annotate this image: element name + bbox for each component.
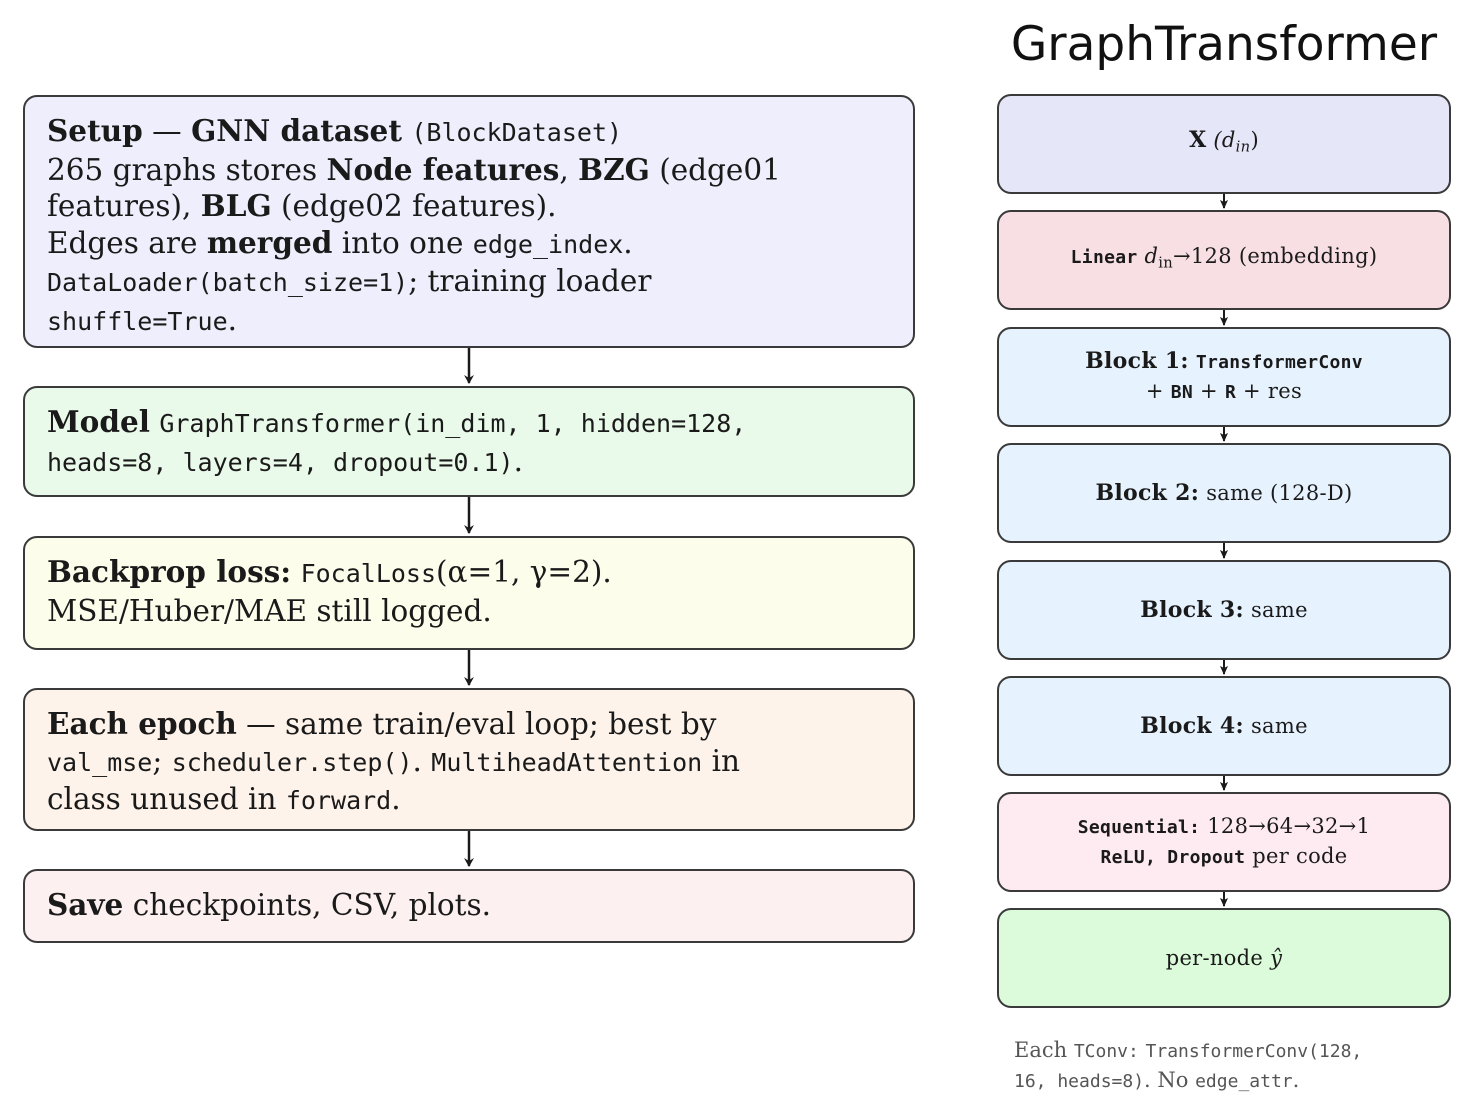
setup-dataset-class: (BlockDataset) xyxy=(411,118,623,147)
setup-text: into one xyxy=(332,225,473,260)
setup-heading: Setup xyxy=(47,113,143,148)
model-code: GraphTransformer(in_dim, 1, hidden=128, xyxy=(159,409,747,438)
block1-box: Block 1: TransformerConv + BN + R + res xyxy=(997,327,1451,427)
sequential-text: per code xyxy=(1252,844,1348,868)
model-heading: Model xyxy=(47,404,150,439)
block2-text: same (128-D) xyxy=(1206,481,1353,505)
linear-sub: in xyxy=(1158,254,1173,272)
loss-args: (α=1, γ=2). xyxy=(436,555,612,589)
setup-dataloader: DataLoader(batch_size=1) xyxy=(47,268,409,297)
input-box: X (din) xyxy=(997,94,1451,194)
footnote-text: . No xyxy=(1144,1068,1196,1092)
block1-bn: BN xyxy=(1170,382,1194,403)
setup-text: . xyxy=(623,225,633,260)
epoch-mha: MultiheadAttention xyxy=(431,747,703,777)
block3-label: Block 3: xyxy=(1140,597,1244,623)
footnote-code: TConv: xyxy=(1073,1041,1139,1062)
linear-code: Linear xyxy=(1070,247,1138,269)
model-box: Model GraphTransformer(in_dim, 1, hidden… xyxy=(23,386,915,497)
input-sub: in xyxy=(1235,138,1251,156)
input-close: ) xyxy=(1250,128,1259,153)
epoch-text: in xyxy=(702,743,741,778)
setup-merged: merged xyxy=(206,224,333,260)
block1-text: + xyxy=(1145,379,1171,403)
setup-text: ; training loader xyxy=(408,264,652,298)
sequential-box: Sequential: 128→64→32→1 ReLU, Dropout pe… xyxy=(997,792,1451,892)
sequential-dims: 128→64→32→1 xyxy=(1207,814,1371,838)
epoch-box: Each epoch — same train/eval loop; best … xyxy=(23,688,915,831)
sequential-activations: ReLU, Dropout xyxy=(1100,847,1246,868)
setup-text: Edges are xyxy=(47,225,207,260)
model-code: heads=8, layers=4, dropout=0.1) xyxy=(47,447,514,477)
linear-box: Linear din→128 (embedding) xyxy=(997,210,1451,310)
setup-node-features: Node features xyxy=(326,151,560,187)
block1-text: + xyxy=(1193,379,1225,403)
setup-blg: BLG xyxy=(200,188,272,223)
setup-box: Setup — GNN dataset (BlockDataset) 265 g… xyxy=(23,95,915,348)
loss-logged-text: MSE/Huber/MAE still logged. xyxy=(47,593,492,628)
save-box: Save checkpoints, CSV, plots. xyxy=(23,869,915,943)
footnote-code: edge_attr xyxy=(1195,1071,1293,1092)
epoch-text: — same train/eval loop; best by xyxy=(236,707,717,741)
block4-text: same xyxy=(1250,714,1308,738)
block4-box: Block 4: same xyxy=(997,676,1451,776)
output-yhat: ŷ xyxy=(1270,946,1283,970)
block2-box: Block 2: same (128-D) xyxy=(997,443,1451,543)
loss-code: FocalLoss xyxy=(300,559,437,588)
output-text: per-node xyxy=(1165,946,1271,970)
block3-text: same xyxy=(1250,598,1308,622)
output-box: per-node ŷ xyxy=(997,908,1451,1008)
sequential-code: Sequential: xyxy=(1077,817,1201,838)
footnote-text: . xyxy=(1292,1068,1300,1092)
linear-text: →128 (embedding) xyxy=(1173,244,1378,269)
setup-dataset-label: GNN dataset xyxy=(191,113,402,148)
linear-d: d xyxy=(1144,244,1159,269)
setup-text: (edge01 xyxy=(649,152,781,187)
input-dim: (d xyxy=(1213,128,1236,153)
footnote-code: 16, heads=8) xyxy=(1014,1071,1145,1092)
footnote-code: TransformerConv(128, xyxy=(1145,1041,1363,1062)
setup-edge-index: edge_index xyxy=(472,229,624,259)
diagram-title: GraphTransformer xyxy=(1010,17,1438,72)
footnote-text: Each xyxy=(1014,1038,1074,1062)
block1-text: + res xyxy=(1236,379,1303,403)
block4-label: Block 4: xyxy=(1140,713,1244,739)
epoch-val-mse: val_mse xyxy=(47,747,153,777)
setup-text: (edge02 features). xyxy=(271,189,557,223)
loss-box: Backprop loss: FocalLoss(α=1, γ=2). MSE/… xyxy=(23,536,915,650)
block2-label: Block 2: xyxy=(1095,480,1200,506)
block1-label: Block 1: xyxy=(1085,348,1189,374)
save-heading: Save xyxy=(47,887,124,922)
epoch-text: class unused in xyxy=(47,782,286,816)
loss-heading: Backprop loss: xyxy=(47,554,292,589)
setup-text: , xyxy=(559,152,579,187)
epoch-scheduler: scheduler.step() xyxy=(171,747,413,777)
input-x: X xyxy=(1189,127,1207,154)
setup-dash: — xyxy=(152,114,182,148)
epoch-heading: Each epoch xyxy=(47,706,237,741)
model-text: . xyxy=(513,443,523,478)
setup-shuffle: shuffle=True xyxy=(47,306,228,336)
setup-text: 265 graphs stores xyxy=(47,152,327,187)
save-text: checkpoints, CSV, plots. xyxy=(123,888,492,922)
block3-box: Block 3: same xyxy=(997,560,1451,660)
block1-code: TransformerConv xyxy=(1195,352,1363,373)
setup-bzg: BZG xyxy=(578,151,650,187)
footnote: Each TConv: TransformerConv(128, 16, hea… xyxy=(1014,1036,1454,1096)
epoch-text: ; xyxy=(152,743,172,778)
epoch-text: . xyxy=(391,782,401,816)
setup-text: . xyxy=(227,302,238,337)
epoch-text: . xyxy=(412,743,432,778)
setup-text: features), xyxy=(47,189,201,223)
epoch-forward: forward xyxy=(285,786,392,815)
block1-r: R xyxy=(1224,382,1237,403)
